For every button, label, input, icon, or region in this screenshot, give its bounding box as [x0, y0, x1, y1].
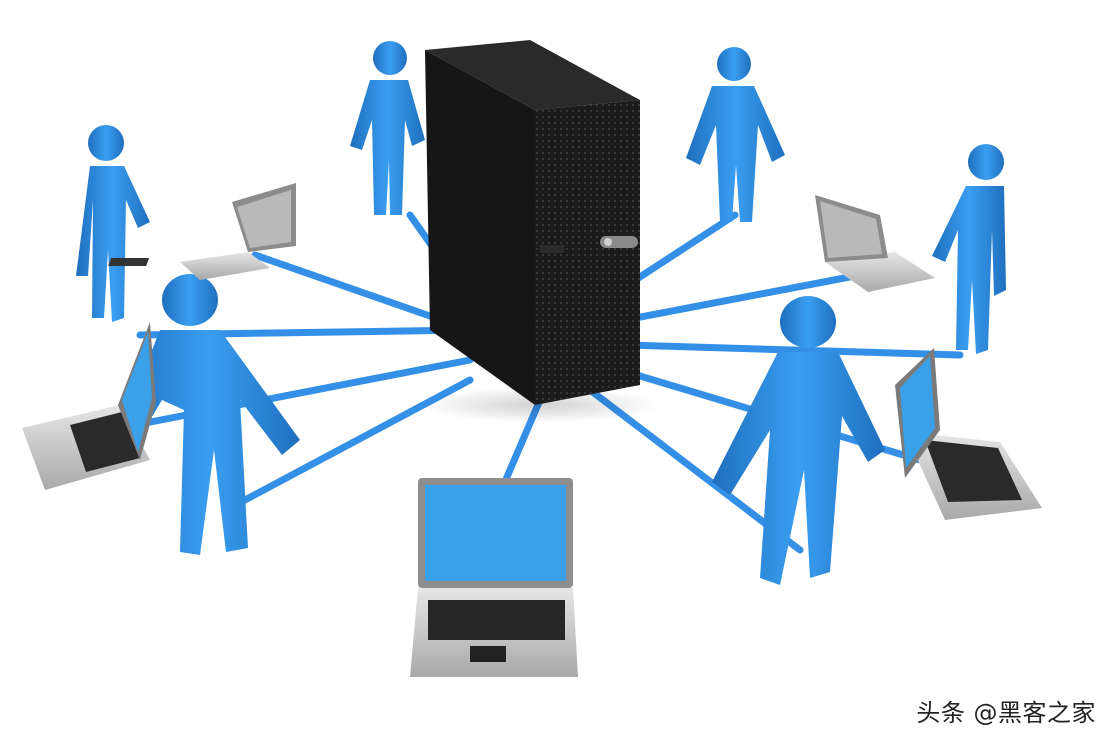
- person-figure-icon: [686, 47, 785, 222]
- laptop-icon: [815, 195, 935, 292]
- cable: [621, 271, 864, 324]
- watermark-text: 头条 @黑客之家: [916, 699, 1096, 727]
- person-figure-icon: [932, 144, 1006, 354]
- laptop-icon: [22, 322, 156, 490]
- person-figure-icon: [350, 41, 425, 215]
- server-tower-icon: [420, 40, 660, 423]
- person-figure-icon: [120, 274, 300, 555]
- person-figure-icon: [76, 125, 150, 322]
- laptop-icon: [410, 478, 578, 677]
- cable: [621, 341, 964, 359]
- laptop-icon: [895, 348, 1042, 520]
- laptop-icon: [108, 183, 296, 280]
- person-figure-icon: [712, 296, 885, 585]
